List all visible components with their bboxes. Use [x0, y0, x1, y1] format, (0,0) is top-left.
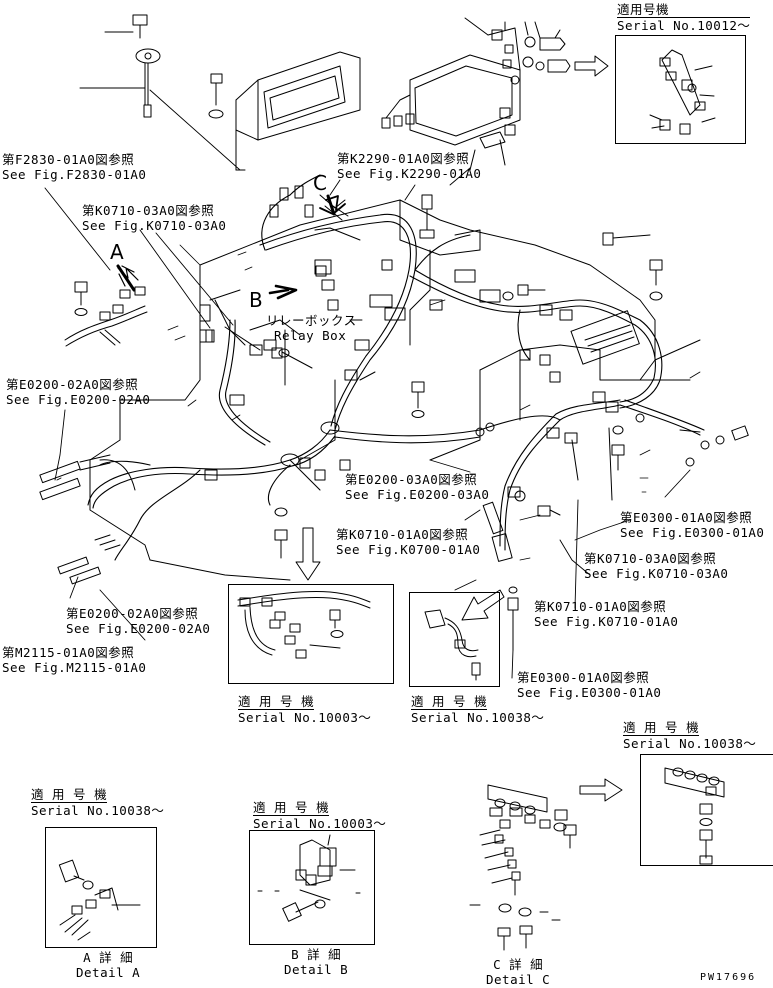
detail-jp: A 詳 細	[83, 950, 134, 965]
serial-jp: 適 用 号 機	[238, 694, 315, 710]
top-bolt-and-sensor	[79, 14, 161, 118]
serial-jp: 適 用 号 機	[253, 800, 330, 816]
ref-jp: 第F2830-01A0図参照	[2, 152, 135, 167]
relay-box-jp: リレーボックス	[266, 313, 357, 328]
serial-label-10038-right: 適 用 号 機 Serial No.10038～	[623, 720, 756, 751]
detail-a-drawing	[58, 859, 141, 941]
ref-k0710-03-top: 第K0710-03A0図参照 See Fig.K0710-03A0	[82, 203, 226, 233]
fasteners	[269, 185, 749, 651]
serial-jp: 適用号機	[617, 2, 751, 18]
ref-f2830: 第F2830-01A0図参照 See Fig.F2830-01A0	[2, 152, 146, 182]
ref-en: See Fig.E0200-02A0	[66, 621, 211, 636]
inset-arrows	[295, 527, 623, 802]
ref-jp: 第E0200-03A0図参照	[345, 472, 478, 487]
ref-en: See Fig.E0200-03A0	[345, 487, 490, 502]
ref-e0300-right: 第E0300-01A0図参照 See Fig.E0300-01A0	[620, 510, 764, 540]
serial-en: Serial No.10012～	[617, 18, 751, 33]
ref-k0710-03-right: 第K0710-03A0図参照 See Fig.K0710-03A0	[584, 551, 728, 581]
ref-jp: 第M2115-01A0図参照	[2, 645, 135, 660]
ref-jp: 第E0200-02A0図参照	[66, 606, 199, 621]
ref-en: See Fig.E0300-01A0	[620, 525, 765, 540]
ref-en: See Fig.M2115-01A0	[2, 660, 147, 675]
inset-frame-serial-10012	[615, 35, 746, 144]
ref-en: See Fig.E0200-02A0	[6, 392, 151, 407]
detail-b-caption: B 詳 細 Detail B	[284, 947, 348, 977]
ref-jp: 第K0710-01A0図参照	[534, 599, 667, 614]
detail-en: Detail A	[76, 965, 141, 980]
inset-frame-detail-a	[45, 827, 157, 948]
inset-frame-detail-b	[249, 830, 375, 945]
serial-label-10003-b: 適 用 号 機 Serial No.10003～	[253, 800, 386, 831]
detail-jp: C 詳 細	[493, 957, 544, 972]
inset-serial-10003-drawing	[237, 591, 371, 659]
serial-label-10012: 適用号機 Serial No.10012～	[617, 2, 751, 33]
ref-en: See Fig.K0710-03A0	[584, 566, 729, 581]
ref-k0710-01-right: 第K0710-01A0図参照 See Fig.K0710-01A0	[534, 599, 678, 629]
ref-en: See Fig.K0700-01A0	[336, 542, 481, 557]
relay-box-en: Relay Box	[274, 328, 347, 343]
callout-b: B	[249, 288, 264, 312]
ref-en: See Fig.E0300-01A0	[517, 685, 662, 700]
inset-frame-serial-10038-right	[640, 754, 773, 866]
wire-harness	[87, 174, 705, 561]
serial-en: Serial No.10038～	[31, 803, 165, 818]
ref-jp: 第K0710-03A0図参照	[82, 203, 215, 218]
cover-plate	[208, 51, 361, 171]
ref-en: See Fig.K2290-01A0	[337, 166, 482, 181]
detail-en: Detail B	[284, 962, 349, 977]
detail-a-caption: A 詳 細 Detail A	[76, 950, 140, 980]
ref-k2290: 第K2290-01A0図参照 See Fig.K2290-01A0	[337, 151, 481, 181]
ref-e0200-02-bottom: 第E0200-02A0図参照 See Fig.E0200-02A0	[66, 606, 210, 636]
detail-b-drawing	[257, 834, 361, 922]
ref-e0200-03: 第E0200-03A0図参照 See Fig.E0200-03A0	[345, 472, 489, 502]
ref-en: See Fig.K0710-01A0	[534, 614, 679, 629]
inset-frame-serial-10038-mid	[409, 592, 500, 687]
inset-serial-10038-drawing	[424, 609, 481, 681]
ref-en: See Fig.F2830-01A0	[2, 167, 147, 182]
ref-jp: 第E0200-02A0図参照	[6, 377, 139, 392]
inset-frame-serial-10003	[228, 584, 394, 684]
ref-jp: 第E0300-01A0図参照	[620, 510, 753, 525]
leader-lines	[44, 89, 691, 679]
serial-en: Serial No.10003～	[253, 816, 387, 831]
serial-jp: 適 用 号 機	[623, 720, 700, 736]
callout-a: A	[110, 240, 125, 264]
detail-c-drawing	[469, 784, 577, 951]
serial-label-10038-left: 適 用 号 機 Serial No.10038～	[31, 787, 164, 818]
inset-serial-10038-right-drawing	[664, 767, 725, 865]
serial-label-10003-mid: 適 用 号 機 Serial No.10003～	[238, 694, 371, 725]
callout-c: C	[313, 171, 328, 195]
misc-marks	[167, 244, 701, 561]
serial-en: Serial No.10003～	[238, 710, 372, 725]
ref-jp: 第K0710-01A0図参照	[336, 527, 469, 542]
detail-jp: B 詳 細	[291, 947, 342, 962]
detail-c-caption: C 詳 細 Detail C	[486, 957, 550, 987]
ref-jp: 第K2290-01A0図参照	[337, 151, 470, 166]
serial-label-10038-mid: 適 用 号 機 Serial No.10038～	[411, 694, 544, 725]
serial-en: Serial No.10038～	[411, 710, 545, 725]
machine-frame	[89, 199, 701, 581]
left-connectors	[39, 281, 261, 585]
harness-clips	[199, 259, 645, 562]
drawing-number: PW17696	[700, 972, 757, 983]
detail-en: Detail C	[486, 972, 551, 987]
relay-box-label: リレーボックス Relay Box	[266, 313, 357, 343]
callout-arrows	[116, 194, 346, 300]
ref-jp: 第E0300-01A0図参照	[517, 670, 650, 685]
ref-e0200-02-left: 第E0200-02A0図参照 See Fig.E0200-02A0	[6, 377, 150, 407]
ref-m2115: 第M2115-01A0図参照 See Fig.M2115-01A0	[2, 645, 146, 675]
ref-en: See Fig.K0710-03A0	[82, 218, 227, 233]
ref-jp: 第K0710-03A0図参照	[584, 551, 717, 566]
inset-serial-10012-drawing	[649, 49, 716, 135]
switch-panel	[381, 17, 609, 171]
ref-e0300-bottom: 第E0300-01A0図参照 See Fig.E0300-01A0	[517, 670, 661, 700]
ref-k0710-01-mid: 第K0710-01A0図参照 See Fig.K0700-01A0	[336, 527, 480, 557]
serial-en: Serial No.10038～	[623, 736, 757, 751]
serial-jp: 適 用 号 機	[31, 787, 108, 803]
serial-jp: 適 用 号 機	[411, 694, 488, 710]
